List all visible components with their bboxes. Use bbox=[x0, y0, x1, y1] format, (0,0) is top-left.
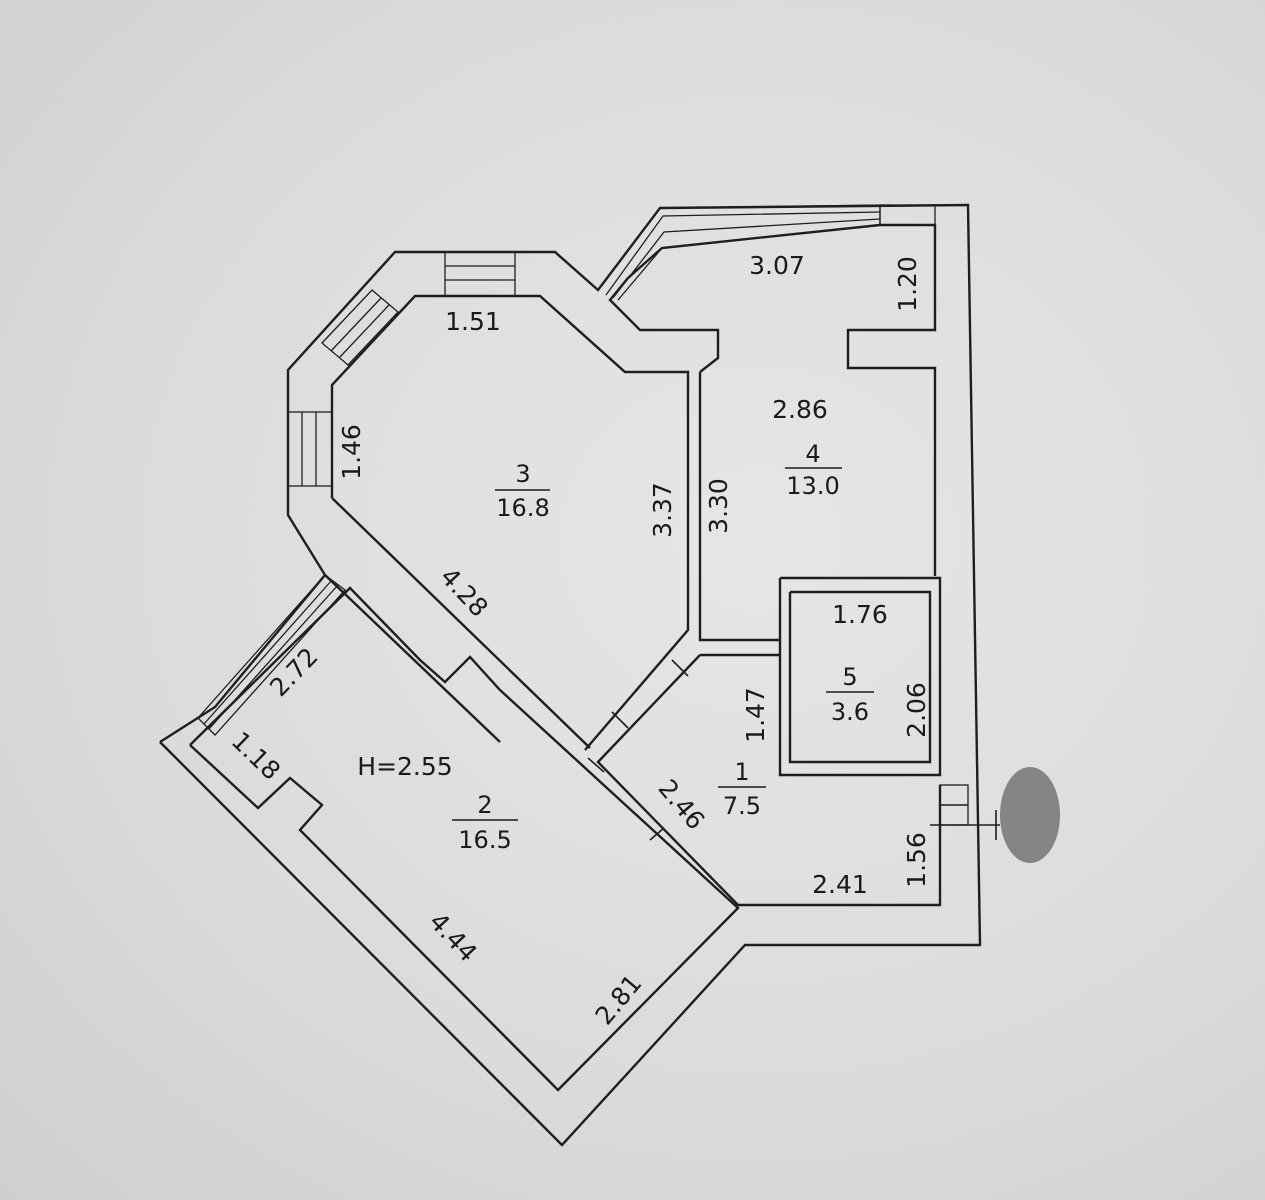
dim-room5-top: 1.76 bbox=[832, 600, 888, 629]
room-label-3: 3 16.8 bbox=[495, 460, 550, 522]
svg-text:16.5: 16.5 bbox=[458, 826, 511, 854]
svg-text:3: 3 bbox=[515, 460, 530, 488]
svg-text:1: 1 bbox=[734, 758, 749, 786]
dim-room3-left: 1.46 bbox=[337, 424, 366, 480]
room-2-walls bbox=[189, 586, 740, 1092]
dim-room1-bottom: 2.41 bbox=[812, 870, 868, 899]
room-4-left-wall bbox=[698, 372, 780, 642]
entrance-door bbox=[939, 784, 969, 826]
room-3-bottom-wall bbox=[331, 497, 591, 749]
partition-3-2 bbox=[324, 574, 501, 743]
door-jamb bbox=[649, 827, 665, 841]
outer-wall-outline bbox=[159, 203, 982, 1147]
dim-room3-diag: 4.28 bbox=[435, 562, 494, 622]
door-jamb bbox=[587, 757, 605, 773]
window bbox=[444, 251, 516, 297]
dimension-labels: 1.51 1.46 3.37 4.28 3.07 1.20 2.86 3.30 … bbox=[226, 251, 931, 1030]
window bbox=[197, 574, 346, 736]
window bbox=[321, 289, 399, 366]
ceiling-height-label: H=2.55 bbox=[357, 752, 452, 781]
room-label-2: 2 16.5 bbox=[452, 791, 518, 854]
room-5-inner-wall bbox=[788, 590, 932, 764]
svg-text:4: 4 bbox=[805, 440, 820, 468]
room-label-5: 5 3.6 bbox=[826, 663, 874, 726]
dim-room3-top: 1.51 bbox=[445, 307, 501, 336]
door-jamb bbox=[611, 711, 629, 729]
svg-text:5: 5 bbox=[842, 663, 857, 691]
svg-text:3.6: 3.6 bbox=[831, 698, 869, 726]
windows bbox=[197, 204, 969, 826]
svg-text:2: 2 bbox=[477, 791, 492, 819]
room-label-4: 4 13.0 bbox=[785, 440, 842, 500]
dim-room3-right: 3.37 bbox=[648, 482, 677, 538]
dim-room2-bottom: 4.44 bbox=[424, 907, 483, 967]
ink-smudge bbox=[1000, 767, 1060, 863]
room-5-outer-wall bbox=[778, 576, 942, 777]
svg-text:13.0: 13.0 bbox=[786, 472, 839, 500]
dim-room4-niche: 1.20 bbox=[893, 256, 922, 312]
dim-room1-right: 1.56 bbox=[902, 832, 931, 888]
room-3-walls bbox=[330, 294, 690, 751]
dim-room4-top: 3.07 bbox=[749, 251, 805, 280]
dim-room2-niche: 1.18 bbox=[226, 726, 286, 786]
dim-room4-left: 3.30 bbox=[704, 478, 733, 534]
door-jamb bbox=[671, 659, 689, 677]
window bbox=[287, 411, 333, 487]
dim-room2-right: 2.81 bbox=[589, 969, 647, 1030]
dim-room1-left: 1.47 bbox=[741, 687, 770, 743]
dim-room5-right: 2.06 bbox=[902, 682, 931, 738]
dim-room2-top: 2.72 bbox=[264, 642, 324, 702]
svg-text:16.8: 16.8 bbox=[496, 494, 549, 522]
room-label-1: 1 7.5 bbox=[718, 758, 766, 820]
room-1-diag-wall bbox=[596, 654, 942, 907]
svg-text:7.5: 7.5 bbox=[723, 792, 761, 820]
dim-room4-inner: 2.86 bbox=[772, 395, 828, 424]
window bbox=[597, 204, 881, 301]
